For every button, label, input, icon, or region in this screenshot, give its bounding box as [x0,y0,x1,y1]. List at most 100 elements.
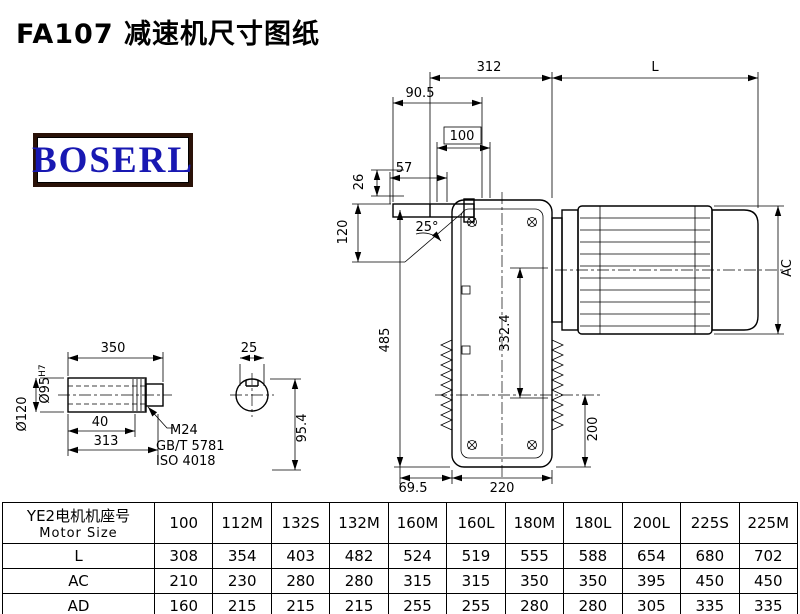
shaft-extension-lines [40,352,164,456]
dim-350-label: 350 [101,341,126,356]
motor-size-header-en: Motor Size [39,526,118,541]
rib-zigzag-right [551,339,564,431]
angle-arc [415,231,442,242]
motor-cooling-fins [580,217,710,327]
dim-220-label: 220 [490,481,515,496]
dim-90-5-label: 90.5 [406,86,435,101]
table-row-AD: AD 160 215 215 215 255 255 280 280 305 3… [2,593,799,614]
thread-m24-label: M24 [170,423,198,438]
dim-485-label: 485 [378,328,393,353]
section-centerlines [230,373,274,417]
value-cell: 305 [621,593,682,614]
value-cell: 308 [153,543,214,569]
size-col-112m: 112M [212,502,272,544]
table-header-row: YE2电机机座号 Motor Size 100 112M 132S 132M 1… [2,502,799,544]
table-row-L: L 308 354 403 482 524 519 555 588 654 68… [2,543,799,569]
size-col-132m: 132M [329,502,389,544]
dim-25-label: 25 [241,341,258,356]
page-title: FA107 减速机尺寸图纸 [16,19,321,50]
value-cell: 335 [738,593,799,614]
value-cell: 215 [270,593,331,614]
main-view [392,192,785,478]
value-cell: 230 [212,568,272,594]
value-cell: 280 [563,593,623,614]
value-cell: 555 [504,543,565,569]
row-label-L: L [2,543,155,569]
value-cell: 335 [680,593,740,614]
dim-motor-length-label: L [651,60,659,75]
value-cell: 210 [153,568,214,594]
dim-26-label: 26 [352,174,367,191]
value-cell: 524 [387,543,448,569]
motor-size-table: YE2电机机座号 Motor Size 100 112M 132S 132M 1… [2,502,799,614]
rib-zigzag-left [440,339,453,431]
motor-size-header-cn: YE2电机机座号 [26,507,131,525]
dia-95-label: Ø95H7 [38,364,53,403]
dim-40-label: 40 [92,415,109,430]
table-row-AC: AC 210 230 280 280 315 315 350 350 395 4… [2,568,799,594]
value-cell: 280 [329,568,389,594]
thread-leader-line [147,406,174,429]
dim-313-label: 313 [94,434,119,449]
dimension-drawing: 312 L 90.5 100 57 26 120 25° 485 332.4 A… [15,60,795,496]
dim-95-4-label: 95.4 [295,414,310,443]
value-cell: 519 [446,543,506,569]
value-cell: 395 [621,568,682,594]
shaft-section-view: 25 95.4 [230,341,310,471]
value-cell: 315 [446,568,506,594]
value-cell: 654 [621,543,682,569]
shaft-retainer [463,198,475,223]
value-cell: 255 [446,593,506,614]
hidden-bore-lines [68,385,146,405]
value-cell: 255 [387,593,448,614]
size-col-180m: 180M [504,502,565,544]
fan-cowl [711,209,759,331]
dim-100-frame [443,126,482,145]
standard-iso-label: ISO 4018 [156,454,216,469]
value-cell: 482 [329,543,389,569]
value-cell: 450 [738,568,799,594]
dim-120-label: 120 [336,220,351,245]
value-cell: 588 [563,543,623,569]
section-extension-lines [239,364,301,471]
value-cell: 315 [387,568,448,594]
value-cell: 350 [504,568,565,594]
dim-332-4-label: 332.4 [498,314,513,351]
brand-logo-box: BOSERL [31,133,195,187]
size-col-160l: 160L [446,502,506,544]
motor-size-header-cell: YE2电机机座号 Motor Size [2,502,155,544]
value-cell: 403 [270,543,331,569]
value-cell: 280 [504,593,565,614]
size-col-225m: 225M [738,502,799,544]
size-col-160m: 160M [387,502,448,544]
brand-logo-text: BOSERL [31,139,195,181]
value-cell: 680 [680,543,740,569]
dia-120-label: Ø120 [15,396,30,431]
angle-25-label: 25° [415,220,438,235]
value-cell: 450 [680,568,740,594]
row-label-AC: AC [2,568,155,594]
main-view-dimensions: 312 L 90.5 100 57 26 120 25° 485 332.4 A… [336,60,795,496]
extension-lines [352,72,784,484]
size-col-225s: 225S [680,502,740,544]
size-col-180l: 180L [563,502,623,544]
input-shaft [392,203,475,218]
value-cell: 160 [153,593,214,614]
shaft-detail-view: 350 40 313 Ø120 Ø95H7 M24 GB/T 5781 ISO … [15,341,225,469]
value-cell: 350 [563,568,623,594]
dim-ac-label: AC [780,259,795,277]
size-col-132s: 132S [270,502,331,544]
dim-200-label: 200 [586,417,601,442]
keyway [245,380,259,387]
standard-gbt-label: GB/T 5781 [156,439,225,454]
value-cell: 215 [212,593,272,614]
dim-312-label: 312 [477,60,502,75]
value-cell: 280 [270,568,331,594]
value-cell: 702 [738,543,799,569]
dim-100-label: 100 [450,129,475,144]
value-cell: 354 [212,543,272,569]
row-label-AD: AD [2,593,155,614]
size-col-200l: 200L [621,502,682,544]
size-col-100: 100 [153,502,214,544]
